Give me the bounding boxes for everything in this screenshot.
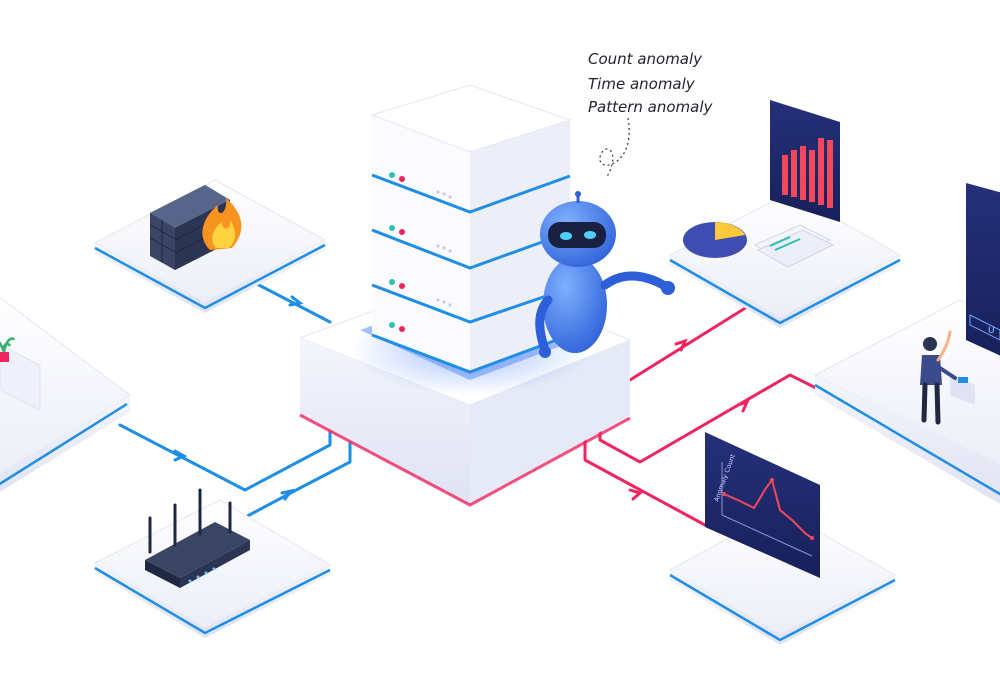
arrow-icon bbox=[674, 338, 688, 352]
arrow-icon bbox=[173, 449, 188, 462]
router-node bbox=[93, 488, 332, 638]
annotation-squiggle bbox=[599, 117, 630, 179]
central-server-node bbox=[298, 84, 675, 507]
annotation-time-anomaly: Time anomaly bbox=[588, 75, 695, 93]
link-workstation-router bbox=[118, 408, 332, 492]
arrow-icon bbox=[288, 295, 304, 307]
analytics-dashboard-icon bbox=[683, 100, 840, 268]
anomaly-chart-icon: Anomaly Count bbox=[705, 432, 820, 578]
firewall-fire-icon bbox=[149, 185, 242, 270]
annotation-pattern-anomaly: Pattern anomaly bbox=[588, 98, 713, 116]
arrow-icon bbox=[280, 488, 295, 501]
anomaly-node: Anomaly Count bbox=[668, 432, 897, 645]
plant-icon bbox=[0, 337, 16, 362]
analytics-node bbox=[668, 100, 902, 328]
annotation-count-anomaly: Count anomaly bbox=[588, 50, 703, 68]
link-server-dashboard bbox=[628, 300, 757, 382]
link-router-server bbox=[238, 423, 352, 522]
user-screen-label: U bbox=[988, 326, 995, 336]
firewall-node bbox=[93, 179, 327, 313]
person-icon bbox=[920, 330, 957, 425]
link-arrows bbox=[173, 295, 750, 501]
user-terminal-icon: U bbox=[950, 183, 1000, 405]
arrow-icon bbox=[628, 488, 644, 501]
arrow-icon bbox=[736, 399, 750, 413]
link-firewall-server bbox=[253, 281, 332, 324]
robot-icon bbox=[535, 191, 675, 358]
user-terminal-node: U bbox=[813, 183, 1000, 505]
workstation-node bbox=[0, 296, 131, 492]
router-icon bbox=[145, 488, 250, 588]
